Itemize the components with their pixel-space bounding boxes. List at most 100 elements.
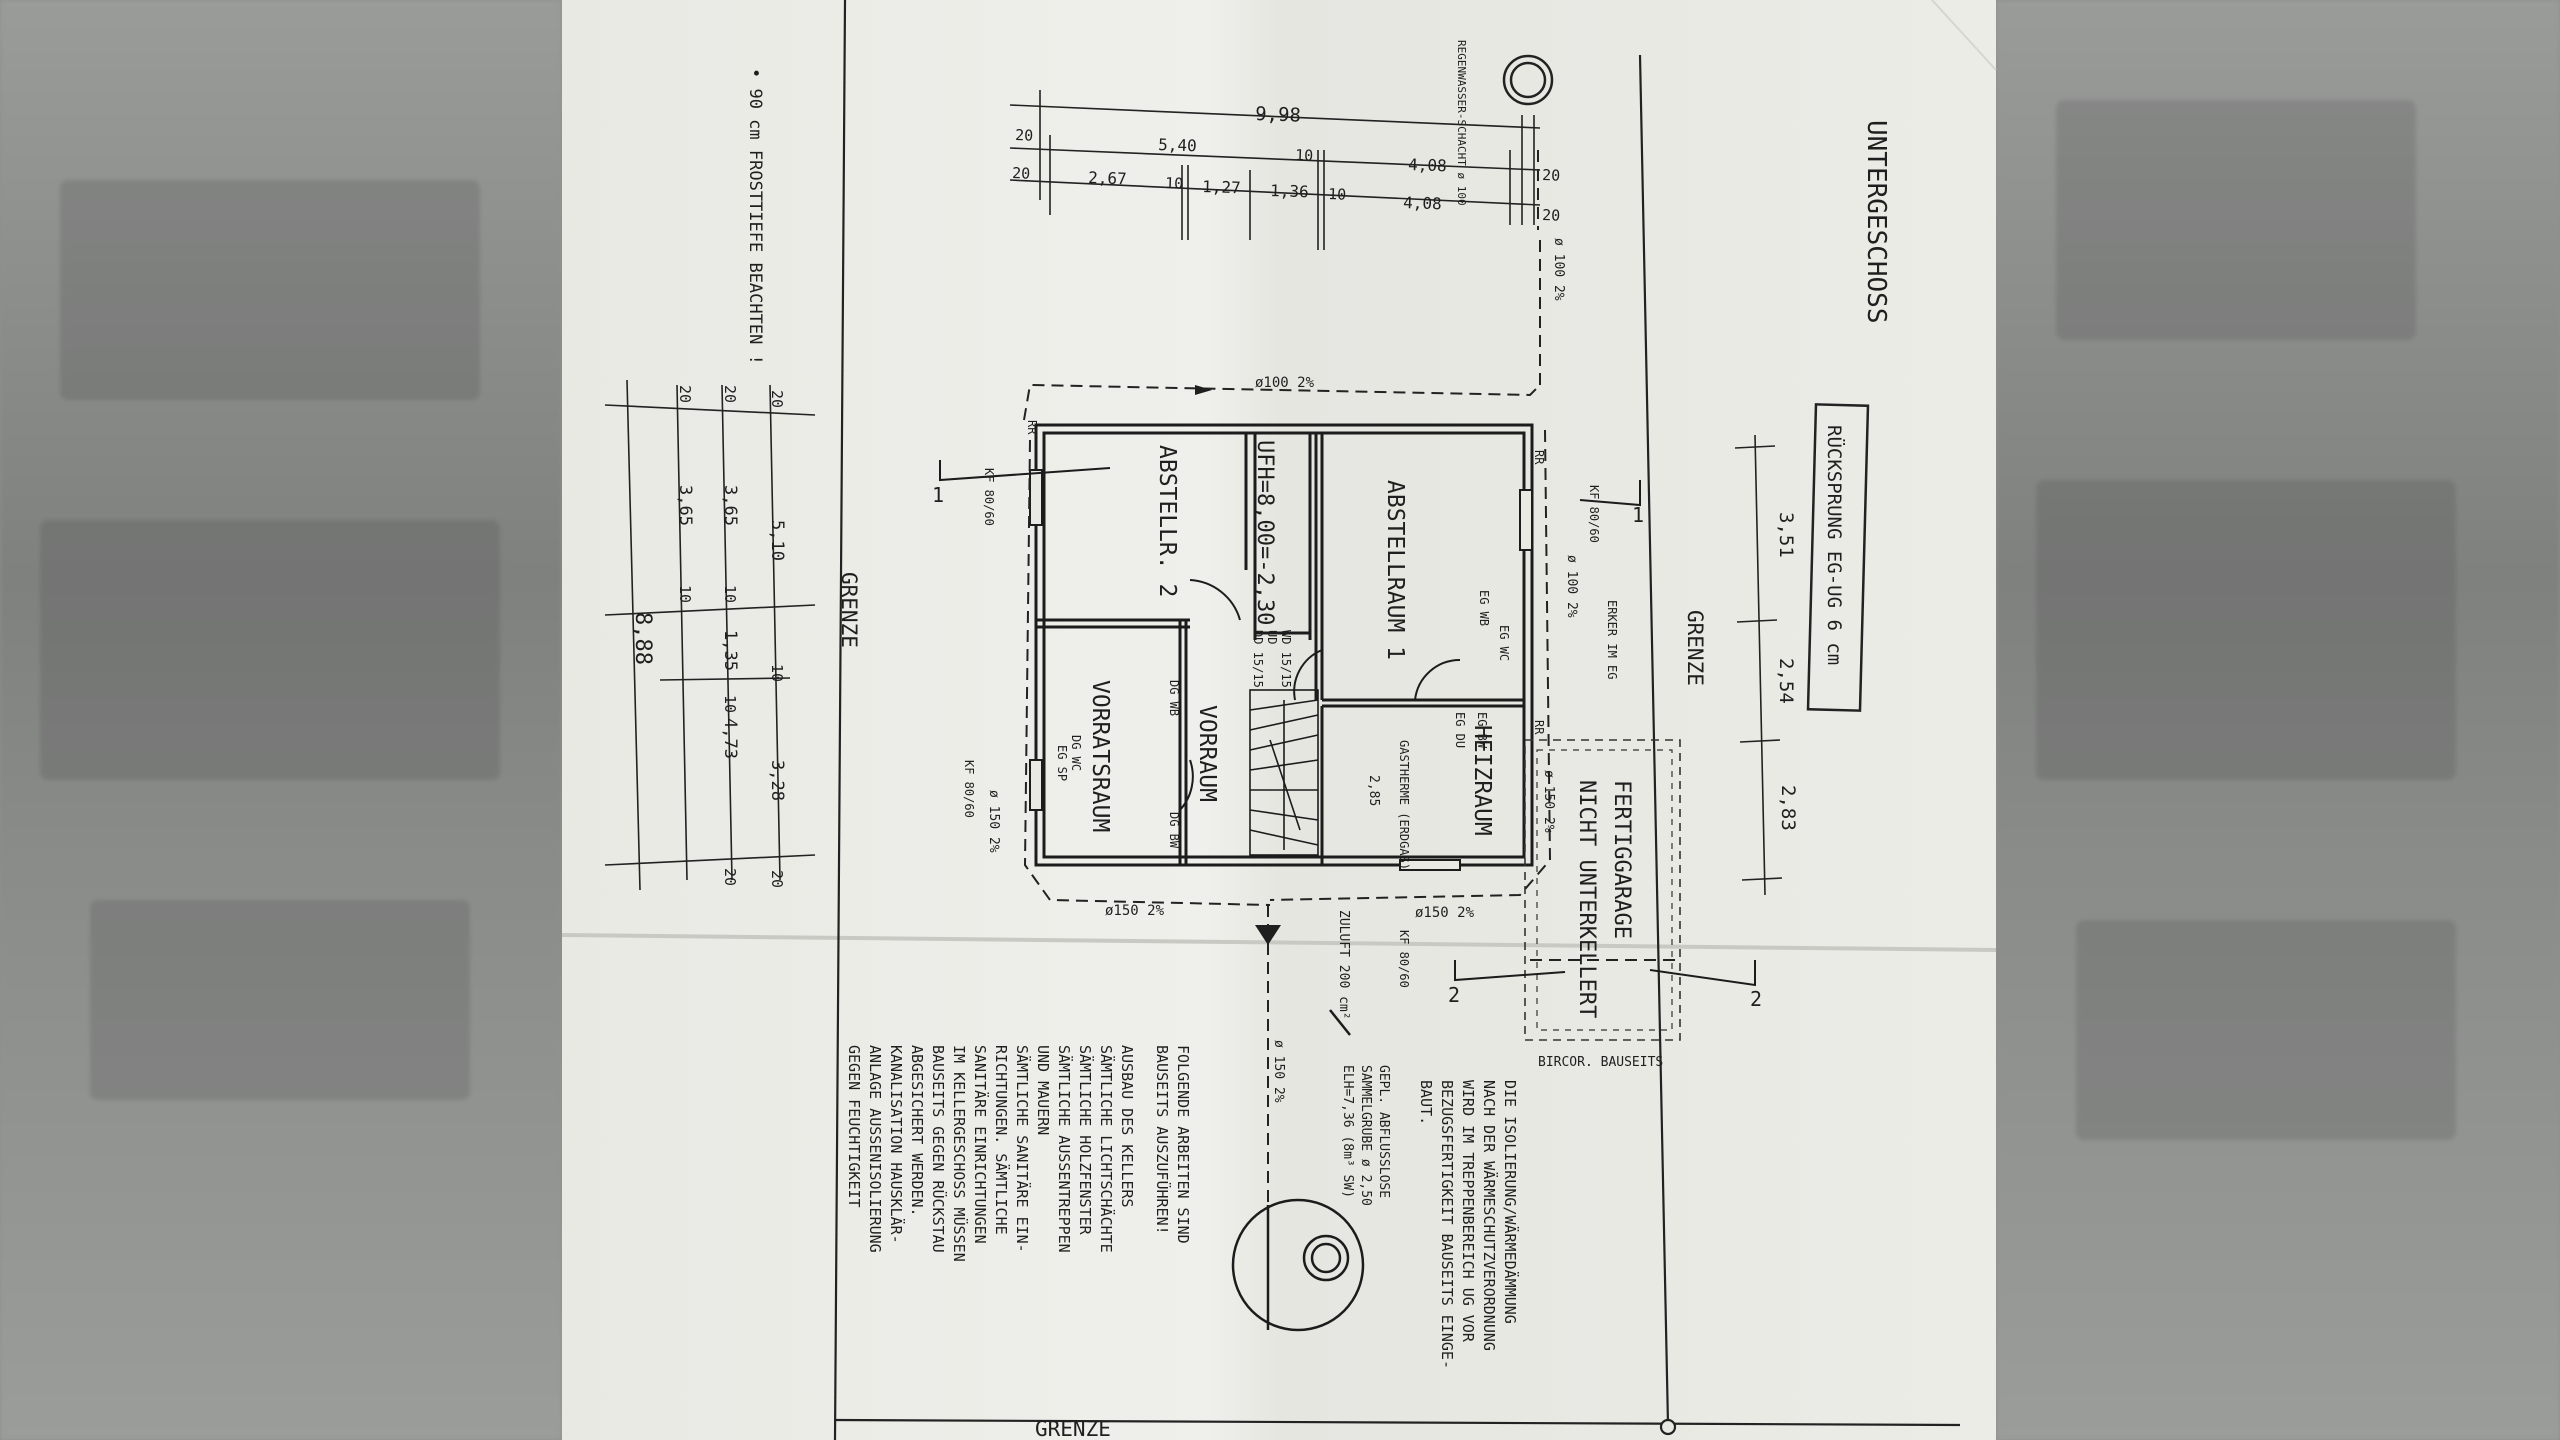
frost-note: • 90 cm FROSTTIEFE BEACHTEN !: [745, 68, 765, 365]
blueprint-paper: [562, 0, 1996, 1440]
erker-label: ERKER IM EG: [1605, 600, 1619, 679]
dim-left-r3-1: 3,65: [675, 485, 695, 526]
dd-label: DD 15/15: [1251, 630, 1265, 688]
insulation-note: DIE ISOLIERUNG/WÄRMEDÄMMUNG NACH DER WÄR…: [1417, 1080, 1520, 1369]
insulation-line-1: DIE ISOLIERUNG/WÄRMEDÄMMUNG: [1501, 1080, 1520, 1324]
dim-left-r2-1: 3,65: [720, 485, 740, 526]
dim-left-r2-5: 4,73: [720, 718, 740, 759]
section-2-right: 2: [1750, 987, 1762, 1011]
dim-left-r2-2: 10: [721, 585, 739, 603]
works-line-13: ABGESICHERT WERDEN.: [908, 1045, 926, 1217]
kf-3: KF 80/60: [962, 760, 976, 818]
works-line-5: SÄMTLICHE HOLZFENSTER: [1076, 1045, 1095, 1236]
pipe-d150-d: ø 150 2%: [986, 790, 1001, 853]
dim-top-r2-3: 4,08: [1408, 155, 1447, 175]
pipe-d150-b: ø150 2%: [1415, 905, 1475, 921]
top-dimension-labels: 9,98 20 5,40 10 4,08 20 20 2,67 10 1,27 …: [1012, 103, 1561, 225]
garage-inner-outline: [1536, 749, 1673, 1031]
dg-wb-label: DG WB: [1167, 680, 1181, 716]
works-line-6: SÄMTLICHE AUSSENTREPPEN: [1055, 1045, 1074, 1253]
dim-left-total: 8,88: [630, 612, 655, 665]
flow-arrow-top: [1195, 385, 1212, 395]
gasterme-label: GASTHERME (ERDGAS): [1397, 740, 1411, 870]
pipe-d150-a: ø150 2%: [1105, 903, 1165, 919]
section-2-left: 2: [1448, 983, 1460, 1007]
rr-2: RR: [1532, 450, 1546, 465]
dim-left-r2-0: 20: [721, 385, 739, 403]
works-line-1: BAUSEITS AUSZUFÜHREN!: [1153, 1045, 1172, 1235]
dim-top-r3-6: 4,08: [1403, 193, 1442, 213]
room-abstellraum-1: ABSTELLRAUM 1: [1382, 480, 1408, 660]
grenze-label-left: GRENZE: [837, 572, 861, 648]
dim-left-r2-4: 10: [721, 695, 739, 713]
garage-label-1: FERTIGGARAGE: [1609, 780, 1634, 939]
windows: [1029, 469, 1533, 871]
works-note: FOLGENDE ARBEITEN SIND BAUSEITS AUSZUFÜH…: [845, 1045, 1192, 1262]
dim-right-0: 3,51: [1775, 512, 1797, 558]
dim-left-r2-6: 20: [721, 868, 739, 886]
pipe-d100-vert: ø 100 2%: [1551, 238, 1566, 301]
kf-4: KF 80/60: [1397, 930, 1411, 988]
room-ufh: UFH=8,00=-2,30: [1252, 440, 1277, 625]
rr-1: RR: [1025, 420, 1039, 435]
kf-2: KF 80/60: [1587, 485, 1601, 543]
dim-left-r1-2: 10: [768, 664, 786, 682]
section-1-left: 1: [932, 483, 944, 507]
bircor-label: BIRCOR. BAUSEITS: [1538, 1055, 1663, 1070]
works-line-14: KANALISATION HAUSKLÄR-: [887, 1045, 906, 1244]
dim-top-r3-0: 20: [1012, 164, 1031, 183]
dim-top-r2-0: 20: [1015, 126, 1034, 145]
room-heizraum: HEIZRAUM: [1469, 725, 1495, 836]
gasterme-value: 2,85: [1366, 775, 1381, 806]
grenze-label-right: GRENZE: [1683, 610, 1707, 686]
eg-sp-label: EG SP: [1055, 745, 1069, 781]
setback-label: RÜCKSPRUNG EG-UG 6 cm: [1823, 425, 1846, 665]
dim-left-r1-1: 5,10: [767, 520, 787, 561]
section-1-right: 1: [1632, 503, 1644, 527]
dim-top-r2-4: 20: [1542, 166, 1561, 185]
insulation-line-2: NACH DER WÄRMESCHUTZVERORDNUNG: [1480, 1080, 1499, 1351]
dim-top-r3-4: 1,36: [1270, 181, 1309, 201]
regenwasser-label: REGENWASSER-SCHACHT ø 100: [1455, 40, 1468, 206]
dim-left-r2-3: 1,35: [720, 630, 740, 671]
grenze-label-bottom: GRENZE: [1035, 1417, 1111, 1440]
kf-1: KF 80/60: [982, 468, 996, 526]
sammelgrube-label: GEPL. ABFLUSSLOSE SAMMELGRUBE ø 2,50 ELH…: [1340, 1065, 1391, 1206]
works-line-7: UND MAUERN: [1034, 1045, 1052, 1135]
dim-left-r3-2: 10: [676, 585, 694, 603]
dim-top-total: 9,98: [1255, 103, 1302, 127]
dim-top-r3-5: 10: [1328, 185, 1347, 204]
pipe-d100-right: ø 100 2%: [1564, 555, 1579, 618]
dim-left-r1-0: 20: [768, 390, 786, 408]
works-line-0: FOLGENDE ARBEITEN SIND: [1174, 1045, 1192, 1244]
sammelgrube-line1: GEPL. ABFLUSSLOSE: [1376, 1065, 1391, 1198]
staircase: [1249, 689, 1319, 856]
works-line-12: BAUSEITS GEGEN RÜCKSTAU: [929, 1045, 948, 1253]
dim-top-r2-1: 5,40: [1158, 135, 1197, 155]
drain-pipes: [1023, 150, 1680, 1205]
pipe-d150-e: ø 150 2%: [1541, 770, 1556, 833]
zuluft-label: ZULUFT 200 cm²: [1336, 910, 1351, 1020]
dg-wc-label: DG WC: [1069, 735, 1083, 771]
garage-outline: [1524, 739, 1681, 1041]
section-markers: [939, 460, 1756, 987]
left-dimension-labels: 20 5,10 10 3,28 20 20 3,65 10 1,35 10 4,…: [675, 385, 787, 888]
works-line-10: SANITÄRE EINRICHTUNGEN: [971, 1045, 990, 1244]
sammelgrube-line3: ELH=7,36 (8m³ SW): [1340, 1065, 1355, 1198]
works-line-16: GEGEN FEUCHTIGKEIT: [845, 1045, 863, 1208]
works-line-4: SÄMTLICHE LICHTSCHÄCHTE: [1097, 1045, 1116, 1253]
dimension-lines-top: [1009, 90, 1541, 250]
septic-tank: [1231, 1009, 1365, 1332]
works-line-3: AUSBAU DES KELLERS: [1118, 1045, 1136, 1208]
blurred-background-left: [0, 0, 562, 1440]
dim-top-r3-1: 2,67: [1088, 168, 1127, 188]
fixture-labels: RR RR RR KF 80/60 KF 80/60 KF 80/60 KF 8…: [962, 420, 1619, 988]
dim-top-r2-2: 10: [1295, 146, 1314, 165]
dim-top-r3-2: 10: [1165, 174, 1184, 193]
insulation-line-4: BEZUGSFERTIGKEIT BAUSEITS EINGE-: [1438, 1080, 1456, 1369]
insulation-line-5: BAUT.: [1417, 1080, 1435, 1125]
dim-right-2: 2,83: [1777, 785, 1799, 831]
dim-left-r1-3: 3,28: [767, 760, 787, 801]
pipe-d100-top: ø100 2%: [1255, 375, 1315, 391]
